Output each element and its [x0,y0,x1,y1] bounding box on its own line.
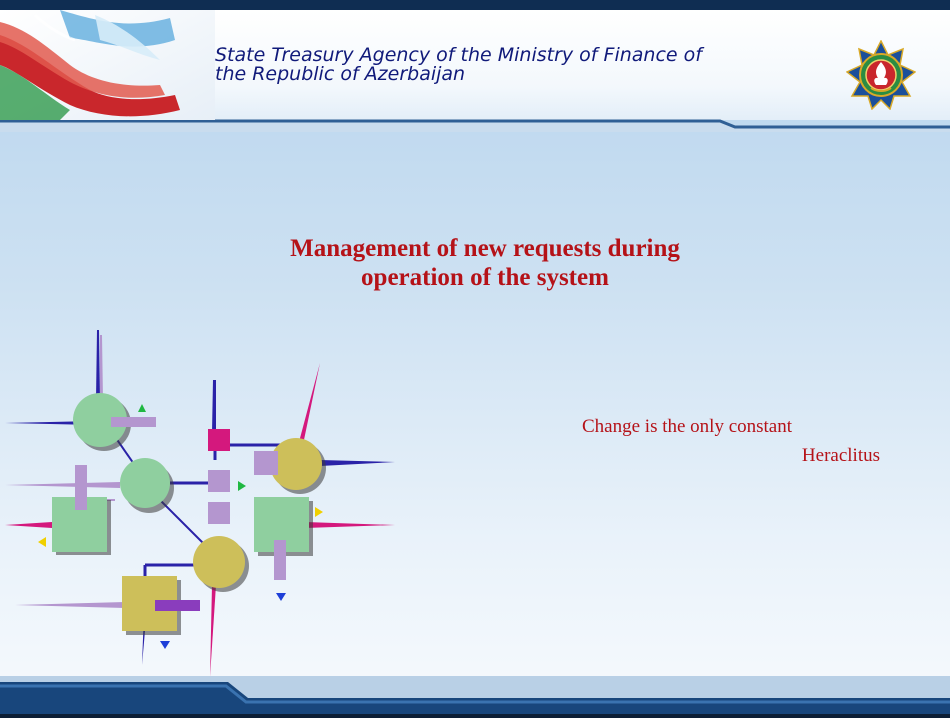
title-line-1: Management of new requests during [290,235,680,262]
slide-title: Management of new requests during operat… [180,234,790,292]
organization-line-2: the Republic of Azerbaijan [215,63,466,85]
quote-text: Change is the only constant [582,416,793,437]
quote: Change is the only constant Heraclitus [560,412,880,470]
header-divider [0,119,950,132]
diagram-shapes [38,393,326,649]
footer-bar [0,676,950,718]
flag-graphic [0,10,215,120]
national-emblem-icon [846,40,916,110]
network-diagram-clipart [5,330,395,677]
title-line-2: operation of the system [361,264,609,291]
organization-name: State Treasury Agency of the Ministry of… [215,46,815,84]
quote-author: Heraclitus [801,445,880,466]
organization-line-1: State Treasury Agency of the Ministry of… [215,44,702,66]
top-bar [0,0,950,10]
